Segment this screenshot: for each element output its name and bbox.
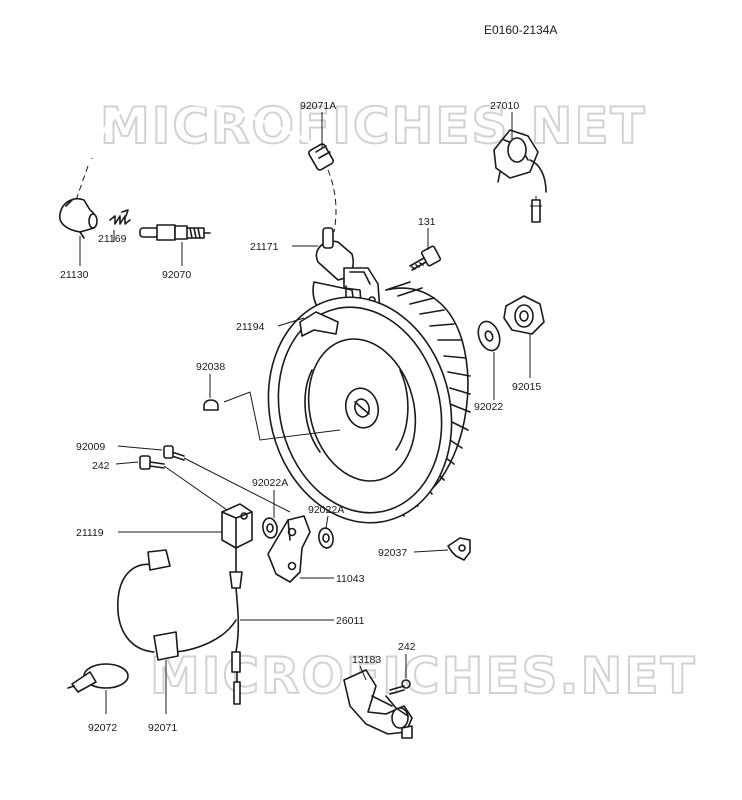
stop-switch	[343, 669, 413, 739]
label-11043: 11043	[336, 573, 365, 585]
flywheel	[267, 281, 471, 524]
condenser	[493, 129, 547, 223]
label-21130: 21130	[60, 269, 89, 281]
label-92022A-2: 92022A	[308, 504, 344, 516]
bracket-11043	[267, 515, 311, 583]
label-92022: 92022	[474, 401, 503, 413]
clamp-92072	[67, 663, 129, 693]
diagram-reference: E0160-2134A	[484, 23, 557, 37]
label-92038: 92038	[196, 361, 225, 373]
bolt-242-upper	[139, 455, 165, 470]
label-92022A-1: 92022A	[252, 477, 288, 489]
pulser-coil	[221, 503, 253, 549]
wire-harness	[117, 547, 243, 705]
label-21169: 21169	[98, 233, 127, 245]
bolt-131	[409, 245, 442, 271]
spark-plug	[139, 224, 211, 241]
label-26011: 26011	[336, 615, 365, 627]
label-21194: 21194	[236, 321, 265, 333]
label-13183: 13183	[352, 654, 381, 666]
washer-92022	[477, 320, 501, 352]
label-92015: 92015	[512, 381, 541, 393]
leader-lines	[79, 112, 531, 714]
label-92072: 92072	[88, 722, 117, 734]
watermark-top: MICROFICHES.NET	[100, 97, 647, 155]
label-92071: 92071	[148, 722, 177, 734]
label-92070: 92070	[162, 269, 191, 281]
bolt-92009	[163, 445, 185, 461]
label-21171: 21171	[250, 241, 279, 253]
high-tension-cord	[75, 98, 337, 233]
label-27010: 27010	[490, 100, 519, 112]
washer-92022A-2	[318, 527, 334, 549]
spring	[109, 209, 131, 225]
plug-cap	[58, 198, 98, 239]
washer-92022A-1	[262, 517, 278, 539]
nut-92015	[503, 295, 545, 335]
clamp-92037	[447, 537, 471, 561]
label-92009: 92009	[76, 441, 105, 453]
woodruff-key	[203, 391, 341, 441]
label-242-upper: 242	[92, 460, 110, 472]
label-92071A: 92071A	[300, 100, 336, 112]
label-131: 131	[418, 216, 436, 228]
label-92037: 92037	[378, 547, 407, 559]
label-21119: 21119	[76, 527, 104, 539]
label-242-lower: 242	[398, 641, 416, 653]
